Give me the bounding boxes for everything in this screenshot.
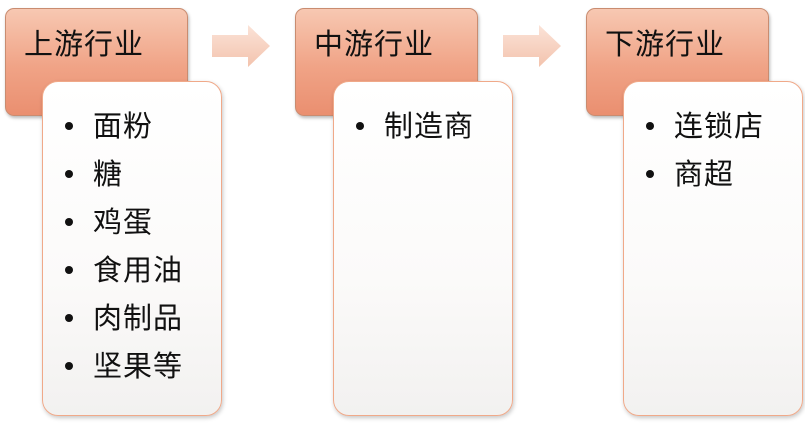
item-label: 食用油 [93,253,184,287]
item-label: 连锁店 [674,109,765,143]
list-item: 食用油 [65,250,183,298]
item-label: 糖 [93,157,124,191]
item-label: 肉制品 [93,301,184,335]
list-item: 面粉 [65,106,183,154]
list-item: 商超 [646,154,764,202]
item-label: 面粉 [93,109,154,143]
stage-title: 下游行业 [605,27,726,61]
stage-card-upstream: 面粉 糖 鸡蛋 食用油 肉制品 坚果等 [42,81,222,416]
bullet-dot-icon [646,122,654,130]
bullet-dot-icon [65,218,73,226]
item-label: 坚果等 [93,349,184,383]
item-list: 制造商 [356,106,474,154]
list-item: 制造商 [356,106,474,154]
list-item: 坚果等 [65,346,183,394]
item-label: 鸡蛋 [93,205,154,239]
right-arrow-icon [212,25,270,67]
item-label: 商超 [674,157,735,191]
item-list: 连锁店 商超 [646,106,764,202]
stage-title: 上游行业 [24,27,145,61]
bullet-dot-icon [65,314,73,322]
bullet-dot-icon [646,170,654,178]
item-list: 面粉 糖 鸡蛋 食用油 肉制品 坚果等 [65,106,183,394]
item-label: 制造商 [384,109,475,143]
bullet-dot-icon [356,122,364,130]
bullet-dot-icon [65,122,73,130]
list-item: 连锁店 [646,106,764,154]
bullet-dot-icon [65,362,73,370]
list-item: 肉制品 [65,298,183,346]
right-arrow-icon [503,25,561,67]
list-item: 糖 [65,154,183,202]
stage-card-downstream: 连锁店 商超 [623,81,803,416]
stage-title: 中游行业 [314,27,435,61]
stage-card-midstream: 制造商 [333,81,513,416]
bullet-dot-icon [65,266,73,274]
list-item: 鸡蛋 [65,202,183,250]
bullet-dot-icon [65,170,73,178]
